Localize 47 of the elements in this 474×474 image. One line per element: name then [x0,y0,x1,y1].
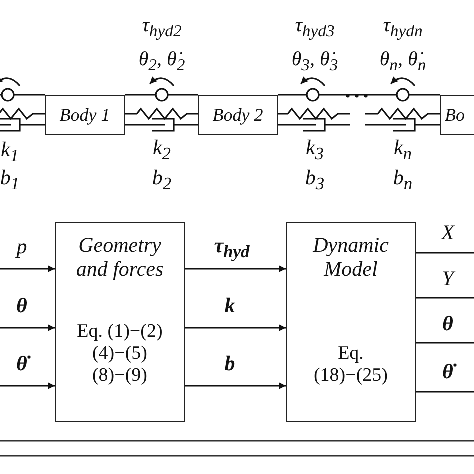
signal-label: θ [442,312,454,336]
stiffness-label: k$_{2}$ [152,135,172,165]
torque-label: τ$_{hyd2}$ [142,14,182,42]
arrow [0,382,55,390]
body-box [45,95,125,135]
output-line [416,252,474,254]
equation-text: Eq. (1)−(2) (4)−(5) (8)−(9) [76,321,164,387]
connecting-rod [125,94,198,96]
box-title: Dynamic Model [312,233,390,281]
arrow [185,382,286,390]
signal-label: k [224,294,236,318]
body-box [198,95,278,135]
arrow [185,324,286,332]
stiffness-label: k$_{3}$ [306,135,324,165]
process-box [286,222,416,422]
output-line [416,342,474,344]
angle-label: θ$_{2}$, θ̇$_{2}$ [138,48,186,76]
damping-label: b$_{1}$ [0,165,20,195]
damping-label: b$_{2}$ [152,165,172,195]
process-box [55,222,185,422]
signal-label: X [442,220,454,246]
connecting-rod [0,94,45,96]
box-title: Body 1 [60,104,110,127]
equation-text: Eq. (18)−(25) [312,343,390,387]
stiffness-label: k$_{1}$ [0,137,20,167]
arrow [0,266,55,272]
box-title: Bo [445,104,465,127]
signal-label: Y [442,266,454,292]
signal-label: p [16,234,28,260]
damping-label: b$_{n}$ [393,165,413,195]
damping-label: b$_{3}$ [305,165,325,195]
signal-label: θ [16,294,28,318]
signal-label: τ$_{hyd}$ [214,233,250,263]
body-box [440,95,474,135]
box-title: Body 2 [212,104,264,127]
signal-label: b [224,352,236,376]
connecting-rod [278,94,440,96]
torque-label: τ$_{hydn}$ [383,14,423,42]
arrow [0,324,55,332]
output-line [416,391,474,393]
angle-label: θ$_{n}$, θ̇$_{n}$ [380,48,426,76]
torque-label: τ$_{hyd3}$ [295,14,335,42]
output-line [416,297,474,299]
arrow [185,266,286,272]
angle-label: θ$_{3}$, θ̇$_{3}$ [292,48,338,76]
stiffness-label: k$_{n}$ [394,135,412,165]
box-title: Geometry and forces [75,233,165,281]
